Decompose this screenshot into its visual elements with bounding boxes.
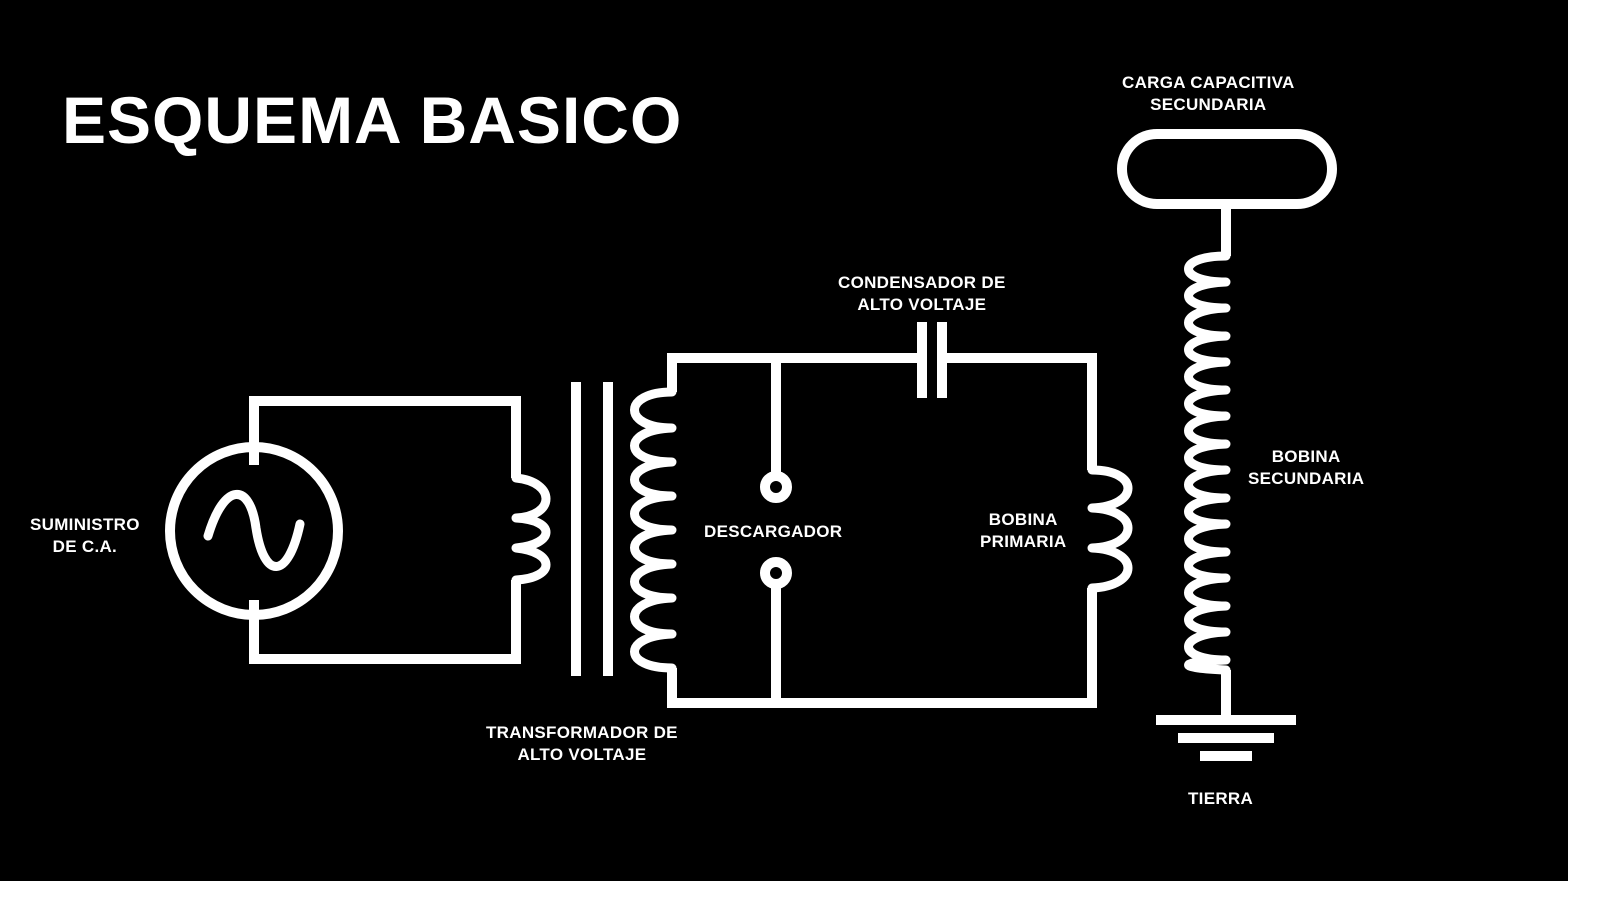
- label-ground-line-1: TIERRA: [1188, 789, 1254, 808]
- label-secondary-coil-line-2: SECUNDARIA: [1248, 469, 1365, 488]
- top-load-torus: [1117, 129, 1337, 209]
- label-transformer-line-1: TRANSFORMADOR DE: [486, 723, 678, 742]
- label-ground: TIERRA: [1188, 788, 1253, 810]
- spark-gap-electrode-top: [760, 471, 792, 503]
- label-capacitor: CONDENSADOR DE ALTO VOLTAJE: [838, 272, 1006, 316]
- diagram-panel: ESQUEMA BASICO SUMINISTRO DE C.A. TRANSF…: [0, 0, 1568, 881]
- spark-gap-electrode-bottom: [760, 557, 792, 589]
- primary-coil: [1087, 465, 1133, 593]
- label-primary-coil: BOBINA PRIMARIA: [980, 509, 1066, 553]
- label-transformer: TRANSFORMADOR DE ALTO VOLTAJE: [486, 722, 678, 766]
- label-top-load-line-2: SECUNDARIA: [1150, 95, 1267, 114]
- transformer-primary-winding: [511, 473, 551, 585]
- label-spark-gap-line-1: DESCARGADOR: [704, 522, 843, 541]
- label-transformer-line-2: ALTO VOLTAJE: [517, 745, 647, 764]
- label-ac-supply-line-1: SUMINISTRO: [30, 515, 140, 534]
- ac-sine-icon: [203, 490, 305, 571]
- label-ac-supply: SUMINISTRO DE C.A.: [30, 514, 140, 558]
- transformer-secondary-winding: [630, 387, 677, 673]
- label-capacitor-line-2: ALTO VOLTAJE: [857, 295, 987, 314]
- label-primary-coil-line-1: BOBINA: [988, 510, 1058, 529]
- label-top-load-line-1: CARGA CAPACITIVA: [1122, 73, 1295, 92]
- label-capacitor-line-1: CONDENSADOR DE: [838, 273, 1006, 292]
- label-secondary-coil: BOBINA SECUNDARIA: [1248, 446, 1364, 490]
- label-top-load: CARGA CAPACITIVA SECUNDARIA: [1122, 72, 1295, 116]
- label-primary-coil-line-2: PRIMARIA: [980, 532, 1067, 551]
- secondary-coil: [1184, 251, 1231, 675]
- diagram-title: ESQUEMA BASICO: [62, 83, 683, 157]
- label-ac-supply-line-2: DE C.A.: [52, 537, 118, 556]
- tank-circuit-wire: [667, 353, 1097, 708]
- ac-supply-wire-loop: [249, 396, 521, 664]
- label-secondary-coil-line-1: BOBINA: [1271, 447, 1341, 466]
- label-spark-gap: DESCARGADOR: [704, 521, 842, 543]
- ac-source-circle: [165, 442, 343, 620]
- tesla-coil-schematic: [165, 129, 1337, 761]
